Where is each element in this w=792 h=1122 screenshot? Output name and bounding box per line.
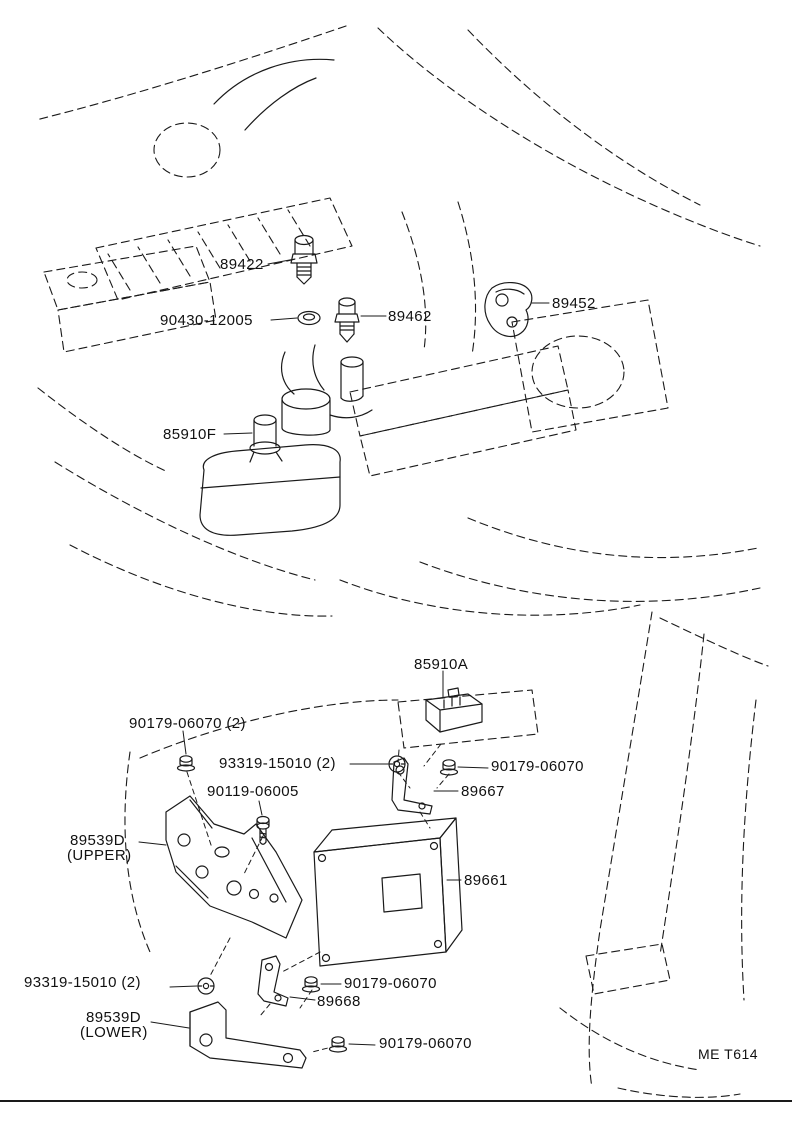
- assembly-dashed-lines: [186, 743, 450, 1053]
- part-label-90430-12005: 90430-12005: [160, 312, 253, 329]
- leader-lines: [138, 258, 550, 1046]
- fastener-symbols: [176, 755, 459, 1053]
- gasket-90430-drawing: [297, 310, 321, 326]
- part-label-90179-06070-bottom: 90179-06070: [379, 1035, 472, 1052]
- screw-symbol-93319-top: [388, 755, 406, 773]
- bracket-89667-drawing: [391, 757, 433, 815]
- part-label-89661: 89661: [464, 872, 508, 889]
- part-label-85910F: 85910F: [163, 426, 217, 443]
- part-label-93319-15010-bottom: 93319-15010 (2): [24, 974, 141, 991]
- part-label-89539D-upper: 89539D: [70, 832, 125, 849]
- nut-symbol-90179-bottom: [328, 1036, 348, 1053]
- sensor-89462-drawing: [334, 297, 360, 343]
- connector-85910a-drawing: [425, 687, 483, 733]
- part-label-85910A: 85910A: [414, 656, 469, 673]
- part-label-89539D-upper-note: (UPPER): [67, 847, 132, 864]
- part-label-90179-06070-right: 90179-06070: [491, 758, 584, 775]
- nut-symbol-90179-mid: [301, 976, 321, 993]
- part-label-90179-06070-mid: 90179-06070: [344, 975, 437, 992]
- screw-symbol-93319-bottom: [197, 977, 215, 995]
- ecu-89661-drawing: [313, 817, 463, 967]
- air-duct-outline: [213, 58, 335, 131]
- bracket-89539d-lower-drawing: [189, 1001, 307, 1069]
- part-label-89539D-lower: 89539D: [86, 1009, 141, 1026]
- nut-symbol-90179-top: [176, 755, 196, 772]
- bolt-symbol-90119: [256, 815, 270, 845]
- bracket-89452-drawing: [484, 282, 533, 337]
- water-outlet-hoses-drawing: [281, 344, 373, 436]
- part-label-89462: 89462: [388, 308, 432, 325]
- part-label-89668: 89668: [317, 993, 361, 1010]
- bracket-89668-drawing: [257, 955, 289, 1007]
- sensor-89422-drawing: [290, 234, 318, 285]
- part-label-90179-06070-top: 90179-06070 (2): [129, 715, 246, 732]
- part-label-89539D-lower-note: (LOWER): [80, 1024, 148, 1041]
- part-label-93319-15010-top: 93319-15010 (2): [219, 755, 336, 772]
- part-label-89452: 89452: [552, 295, 596, 312]
- part-label-90119-06005: 90119-06005: [207, 783, 299, 800]
- reservoir-85910f-drawing: [199, 414, 341, 536]
- nut-symbol-90179-right: [439, 759, 459, 776]
- body-outline-top-dashed: [35, 25, 761, 617]
- part-label-89667: 89667: [461, 783, 505, 800]
- body-outline-bottom-dashed: [124, 611, 769, 1098]
- bracket-89539d-upper-drawing: [165, 795, 303, 939]
- part-label-89422: 89422: [220, 256, 264, 273]
- drawing-code: ME T614: [698, 1046, 759, 1062]
